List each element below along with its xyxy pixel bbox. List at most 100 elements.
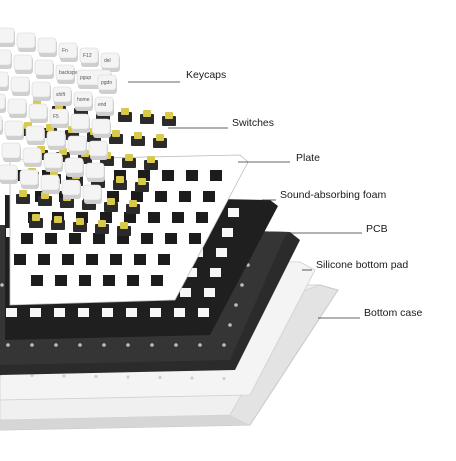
plate-cutout: [138, 170, 150, 181]
foam-cutout: [6, 308, 17, 317]
keycap: [70, 113, 90, 133]
plate-cutout: [134, 254, 146, 265]
switch: [122, 154, 136, 168]
foam-cutout: [228, 208, 239, 217]
keycap: [28, 103, 48, 123]
pcb-label: PCB: [366, 223, 388, 235]
keycap-top: [73, 91, 93, 108]
keycap: [13, 54, 33, 74]
bottom-case-label: Bottom case: [364, 307, 423, 319]
plate-cutout: [210, 170, 222, 181]
switch-stem: [129, 200, 137, 207]
keycap: [40, 174, 60, 194]
plate-cutout: [14, 254, 26, 265]
foam-cutout: [180, 288, 191, 297]
plate-cutout: [86, 254, 98, 265]
keycap-top: [94, 96, 114, 113]
plate-cutout: [162, 170, 174, 181]
switch: [131, 132, 145, 146]
plate-cutout: [165, 233, 177, 244]
keycap: [16, 32, 36, 52]
switch: [29, 214, 43, 228]
plate-cutout: [69, 233, 81, 244]
switch: [104, 198, 118, 212]
pcb-hole: [174, 343, 178, 347]
keycap: shift: [52, 86, 72, 106]
plate-cutout: [196, 212, 208, 223]
keycap-top: [19, 169, 39, 186]
pcb-hole: [150, 343, 154, 347]
keycap: [0, 71, 9, 91]
keycap-top: [43, 152, 63, 169]
pad-dot: [222, 376, 226, 381]
keycap-top: [79, 47, 99, 64]
keycap-top: [4, 120, 24, 137]
plate-cutout: [189, 233, 201, 244]
pad-dot: [158, 375, 162, 380]
keycap: [19, 169, 39, 189]
keycap: [64, 157, 84, 177]
switch-stem: [54, 216, 62, 223]
switch-stem: [112, 130, 120, 137]
foam-cutout: [54, 308, 65, 317]
keycap: [61, 179, 81, 199]
pcb-hole: [198, 343, 202, 347]
keycap-top: [64, 157, 84, 174]
keycap-top: [58, 42, 78, 59]
switch: [118, 108, 132, 122]
switch-stem: [121, 108, 129, 115]
keycap: [0, 164, 18, 184]
switch-stem: [147, 156, 155, 163]
keycap-legend: Fn: [62, 48, 68, 54]
foam-cutout: [216, 248, 227, 257]
plate-cutout: [114, 170, 126, 181]
keycap: [82, 184, 102, 204]
switch: [126, 200, 140, 214]
keycap-top: [0, 49, 12, 66]
foam-cutout: [210, 268, 221, 277]
keycap: [0, 93, 6, 113]
plate-cutout: [93, 233, 105, 244]
plate-cutout: [148, 212, 160, 223]
switch: [16, 190, 30, 204]
keycap-top: [0, 93, 6, 110]
switch: [73, 218, 87, 232]
keycap-legend: F12: [83, 53, 92, 59]
foam-cutout: [174, 308, 185, 317]
keycap-top: [22, 147, 42, 164]
switches-label: Switches: [232, 117, 275, 129]
plate-cutout: [45, 233, 57, 244]
switch-stem: [134, 132, 142, 139]
foam-cutout: [30, 308, 41, 317]
keycap-top: [55, 64, 75, 81]
switch: [153, 134, 167, 148]
switch-stem: [165, 112, 173, 119]
keycap: del: [100, 52, 120, 72]
keycap-legend: end: [98, 102, 107, 108]
foam-cutout: [222, 228, 233, 237]
switch: [95, 220, 109, 234]
plate-cutout: [76, 212, 88, 223]
pad-dot: [30, 373, 34, 378]
keycap-top: [49, 108, 69, 125]
keycap-top: [97, 74, 117, 91]
keycap: [37, 37, 57, 57]
pcb-hole: [0, 283, 4, 287]
switch: [113, 176, 127, 190]
plate-cutout: [131, 191, 143, 202]
keycap: backspace: [55, 64, 83, 84]
keycap-top: [91, 118, 111, 135]
foam-cutout: [78, 308, 89, 317]
keycap: end: [94, 96, 114, 116]
plate-cutout: [141, 233, 153, 244]
keycap-top: [16, 32, 36, 49]
pcb-hole: [6, 343, 10, 347]
pcb-hole: [222, 343, 226, 347]
pcb-hole: [228, 323, 232, 327]
keycap: [46, 130, 66, 150]
foam-cutout: [186, 268, 197, 277]
keycap: [43, 152, 63, 172]
foam-cutout: [150, 308, 161, 317]
keycap: [4, 120, 24, 140]
